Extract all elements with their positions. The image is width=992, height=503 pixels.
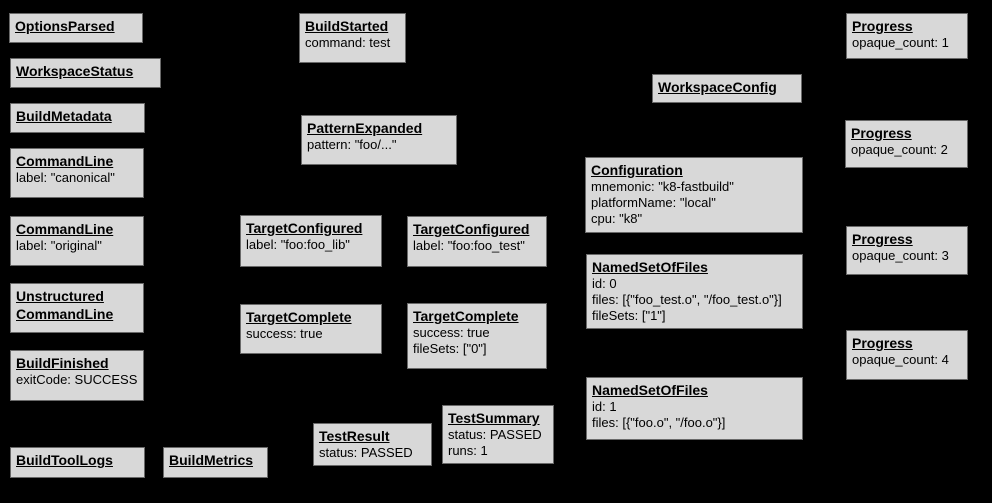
node-field: cpu: "k8"	[591, 211, 643, 226]
node-build-metadata: BuildMetadata	[10, 103, 145, 133]
node-title: NamedSetOfFiles	[592, 382, 708, 398]
node-command-line-canonical: CommandLine label: "canonical"	[10, 148, 144, 198]
node-field: opaque_count: 2	[851, 142, 948, 157]
node-title: Progress	[852, 18, 913, 34]
node-build-finished: BuildFinished exitCode: SUCCESS	[10, 350, 144, 401]
node-title: TargetComplete	[413, 308, 519, 324]
node-field: label: "canonical"	[16, 170, 115, 185]
node-progress-3: Progress opaque_count: 3	[846, 226, 968, 275]
node-title: CommandLine	[16, 153, 114, 169]
node-pattern-expanded: PatternExpanded pattern: "foo/..."	[301, 115, 457, 165]
node-title: TestSummary	[448, 410, 540, 426]
node-target-configured-foo-lib: TargetConfigured label: "foo:foo_lib"	[240, 215, 382, 267]
node-field: label: "original"	[16, 238, 102, 253]
node-field: opaque_count: 3	[852, 248, 949, 263]
node-build-metrics: BuildMetrics	[163, 447, 268, 478]
node-field: id: 0	[592, 276, 617, 291]
node-title: Progress	[852, 335, 913, 351]
node-title: PatternExpanded	[307, 120, 423, 136]
node-title: Progress	[852, 231, 913, 247]
node-field: opaque_count: 1	[852, 35, 949, 50]
node-field: files: [{"foo.o", "/foo.o"}]	[592, 415, 726, 430]
node-title: BuildMetrics	[169, 452, 254, 468]
node-field: success: true	[413, 325, 490, 340]
node-field: platformName: "local"	[591, 195, 716, 210]
node-title-line2: CommandLine	[16, 306, 114, 322]
node-options-parsed: OptionsParsed	[9, 13, 143, 43]
node-build-started: BuildStarted command: test	[299, 13, 406, 63]
node-progress-1: Progress opaque_count: 1	[846, 13, 968, 59]
node-field: label: "foo:foo_test"	[413, 238, 525, 253]
node-field: fileSets: ["1"]	[592, 308, 666, 323]
node-named-set-of-files-0: NamedSetOfFiles id: 0 files: [{"foo_test…	[586, 254, 803, 329]
node-title: OptionsParsed	[15, 18, 115, 34]
node-field: id: 1	[592, 399, 617, 414]
node-workspace-config: WorkspaceConfig	[652, 74, 802, 103]
node-progress-2: Progress opaque_count: 2	[845, 120, 968, 168]
node-progress-4: Progress opaque_count: 4	[846, 330, 968, 380]
node-field: command: test	[305, 35, 391, 50]
node-title: Progress	[851, 125, 912, 141]
node-title: BuildFinished	[16, 355, 109, 371]
node-target-complete-foo-lib: TargetComplete success: true	[240, 304, 382, 354]
node-test-summary: TestSummary status: PASSED runs: 1	[442, 405, 554, 464]
node-title: TestResult	[319, 428, 390, 444]
node-title: WorkspaceConfig	[658, 79, 777, 95]
node-build-tool-logs: BuildToolLogs	[10, 447, 145, 478]
node-field: status: PASSED	[319, 445, 413, 460]
node-field: runs: 1	[448, 443, 488, 458]
node-named-set-of-files-1: NamedSetOfFiles id: 1 files: [{"foo.o", …	[586, 377, 803, 440]
node-target-complete-foo-test: TargetComplete success: true fileSets: […	[407, 303, 547, 369]
node-title: BuildMetadata	[16, 108, 112, 124]
node-field: label: "foo:foo_lib"	[246, 237, 350, 252]
node-field: files: [{"foo_test.o", "/foo_test.o"}]	[592, 292, 782, 307]
node-title: BuildStarted	[305, 18, 389, 34]
node-field: pattern: "foo/..."	[307, 137, 397, 152]
node-title: CommandLine	[16, 221, 114, 237]
node-target-configured-foo-test: TargetConfigured label: "foo:foo_test"	[407, 216, 547, 267]
node-field: fileSets: ["0"]	[413, 341, 487, 356]
node-title: WorkspaceStatus	[16, 63, 134, 79]
node-workspace-status: WorkspaceStatus	[10, 58, 161, 88]
node-title: Configuration	[591, 162, 683, 178]
node-field: mnemonic: "k8-fastbuild"	[591, 179, 734, 194]
node-field: status: PASSED	[448, 427, 542, 442]
node-command-line-original: CommandLine label: "original"	[10, 216, 144, 266]
node-title: NamedSetOfFiles	[592, 259, 708, 275]
node-configuration: Configuration mnemonic: "k8-fastbuild" p…	[585, 157, 803, 233]
node-field: exitCode: SUCCESS	[16, 372, 138, 387]
node-title: TargetComplete	[246, 309, 352, 325]
node-title: BuildToolLogs	[16, 452, 113, 468]
node-field: success: true	[246, 326, 323, 341]
node-field: opaque_count: 4	[852, 352, 949, 367]
node-test-result: TestResult status: PASSED	[313, 423, 432, 466]
node-unstructured-command-line: Unstructured CommandLine	[10, 283, 144, 333]
node-title: TargetConfigured	[246, 220, 363, 236]
node-title: Unstructured	[16, 288, 104, 304]
node-title: TargetConfigured	[413, 221, 530, 237]
